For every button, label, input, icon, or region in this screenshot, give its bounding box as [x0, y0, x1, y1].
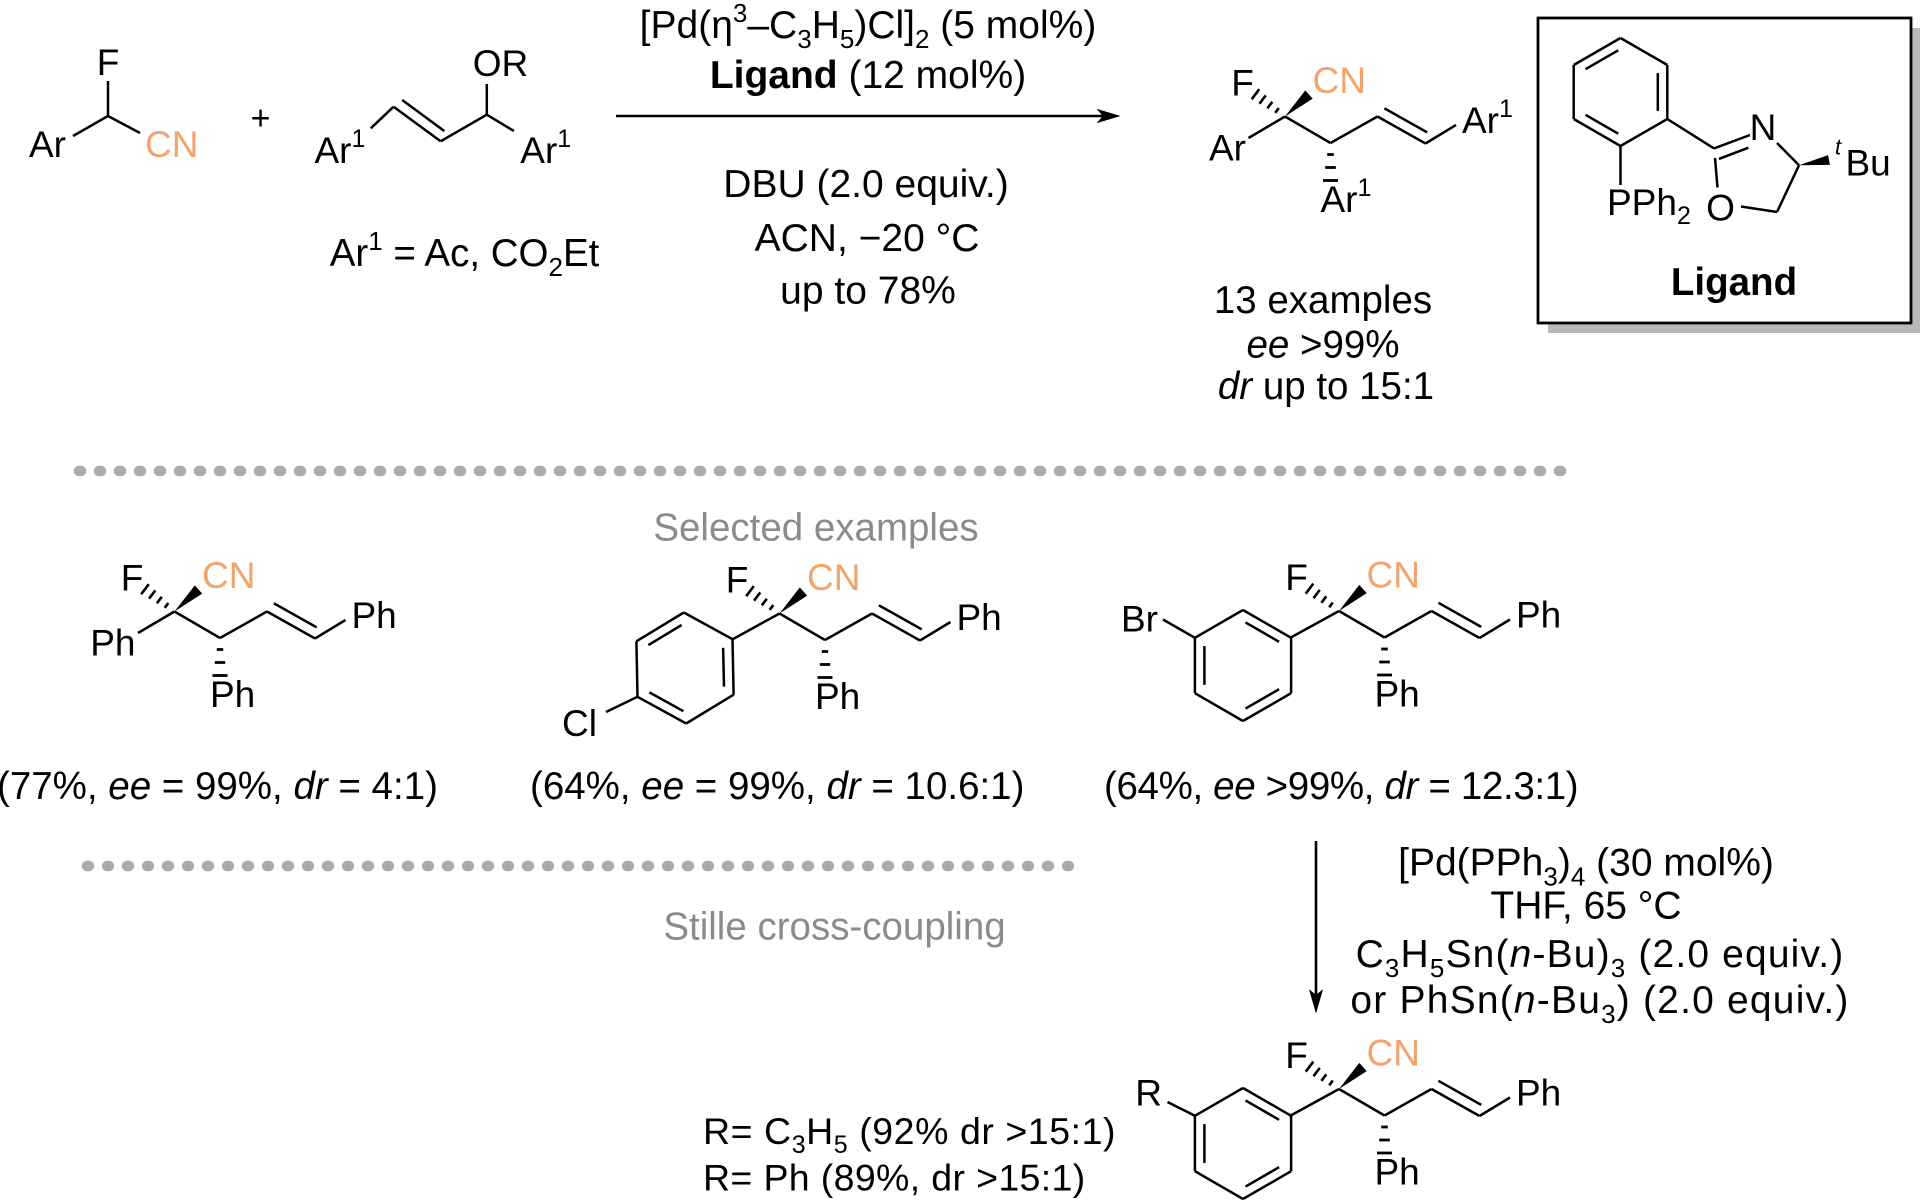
- svg-text:Ph: Ph: [815, 676, 860, 717]
- svg-text:Ph: Ph: [1375, 674, 1420, 715]
- svg-text:Cl: Cl: [562, 703, 597, 744]
- svg-text:R= Ph (89%, dr >15:1): R= Ph (89%, dr >15:1): [703, 1156, 1086, 1198]
- svg-text:Ph: Ph: [1516, 595, 1561, 636]
- svg-text:N: N: [1750, 107, 1777, 148]
- svg-text:C3H5Sn(n-Bu)3 (2.0 equiv.): C3H5Sn(n-Bu)3 (2.0 equiv.): [1356, 933, 1845, 983]
- svg-text:THF, 65 °C: THF, 65 °C: [1490, 885, 1681, 928]
- svg-text:F: F: [726, 560, 749, 601]
- svg-text:F: F: [1285, 557, 1308, 598]
- svg-text:Selected examples: Selected examples: [653, 507, 978, 550]
- svg-text:(77%, ee = 99%, dr = 4:1): (77%, ee = 99%, dr = 4:1): [0, 765, 438, 808]
- svg-text:Ph: Ph: [1375, 1152, 1420, 1193]
- svg-text:Ph: Ph: [352, 595, 397, 636]
- svg-text:PPh2: PPh2: [1607, 182, 1691, 230]
- svg-text:Ligand: Ligand: [1671, 261, 1797, 304]
- svg-text:or PhSn(n-Bu3) (2.0 equiv.): or PhSn(n-Bu3) (2.0 equiv.): [1350, 979, 1849, 1029]
- svg-text:Ph: Ph: [210, 674, 255, 715]
- svg-text:R: R: [1135, 1073, 1162, 1114]
- svg-text:CN: CN: [807, 557, 860, 598]
- svg-text:DBU (2.0 equiv.): DBU (2.0 equiv.): [723, 163, 1008, 206]
- svg-text:CN: CN: [1367, 555, 1420, 596]
- svg-text:CN: CN: [202, 555, 255, 596]
- svg-text:[Pd(η3–C3H5)Cl]2 (5 mol%): [Pd(η3–C3H5)Cl]2 (5 mol%): [640, 0, 1097, 54]
- svg-text:Ar1 = Ac, CO2Et: Ar1 = Ac, CO2Et: [330, 226, 600, 282]
- svg-text:Br: Br: [1121, 599, 1158, 640]
- svg-text:up to 78%: up to 78%: [780, 270, 956, 313]
- svg-text:13 examples: 13 examples: [1214, 279, 1432, 322]
- svg-text:F: F: [1285, 1035, 1308, 1076]
- svg-text:OR: OR: [473, 43, 529, 84]
- svg-text:Ar: Ar: [1209, 128, 1246, 169]
- svg-text:F: F: [121, 558, 144, 599]
- svg-text:Ph: Ph: [90, 623, 135, 664]
- svg-text:R= C3H5 (92% dr >15:1): R= C3H5 (92% dr >15:1): [703, 1110, 1116, 1159]
- svg-text:Stille cross-coupling: Stille cross-coupling: [663, 906, 1005, 949]
- svg-text:Bu: Bu: [1846, 143, 1891, 184]
- svg-text:[Pd(PPh3)4 (30 mol%): [Pd(PPh3)4 (30 mol%): [1398, 842, 1774, 892]
- svg-text:t: t: [1835, 135, 1842, 160]
- svg-text:CN: CN: [1367, 1033, 1420, 1074]
- svg-text:F: F: [1231, 63, 1254, 104]
- svg-text:dr up to 15:1: dr up to 15:1: [1218, 365, 1434, 408]
- svg-text:F: F: [97, 42, 120, 83]
- svg-text:Ligand (12 mol%): Ligand (12 mol%): [710, 54, 1026, 97]
- svg-text:Ph: Ph: [957, 597, 1002, 638]
- svg-text:CN: CN: [145, 124, 198, 165]
- svg-text:(64%, ee >99%, dr = 12.3:1): (64%, ee >99%, dr = 12.3:1): [1104, 765, 1578, 808]
- svg-text:O: O: [1706, 188, 1735, 229]
- svg-text:(64%, ee = 99%, dr = 10.6:1): (64%, ee = 99%, dr = 10.6:1): [530, 765, 1024, 808]
- svg-text:ACN, −20 °C: ACN, −20 °C: [755, 217, 980, 260]
- svg-text:CN: CN: [1313, 60, 1366, 101]
- svg-text:Ph: Ph: [1516, 1073, 1561, 1114]
- svg-text:Ar: Ar: [29, 124, 66, 165]
- svg-text:+: +: [251, 100, 271, 138]
- svg-text:ee >99%: ee >99%: [1246, 324, 1399, 367]
